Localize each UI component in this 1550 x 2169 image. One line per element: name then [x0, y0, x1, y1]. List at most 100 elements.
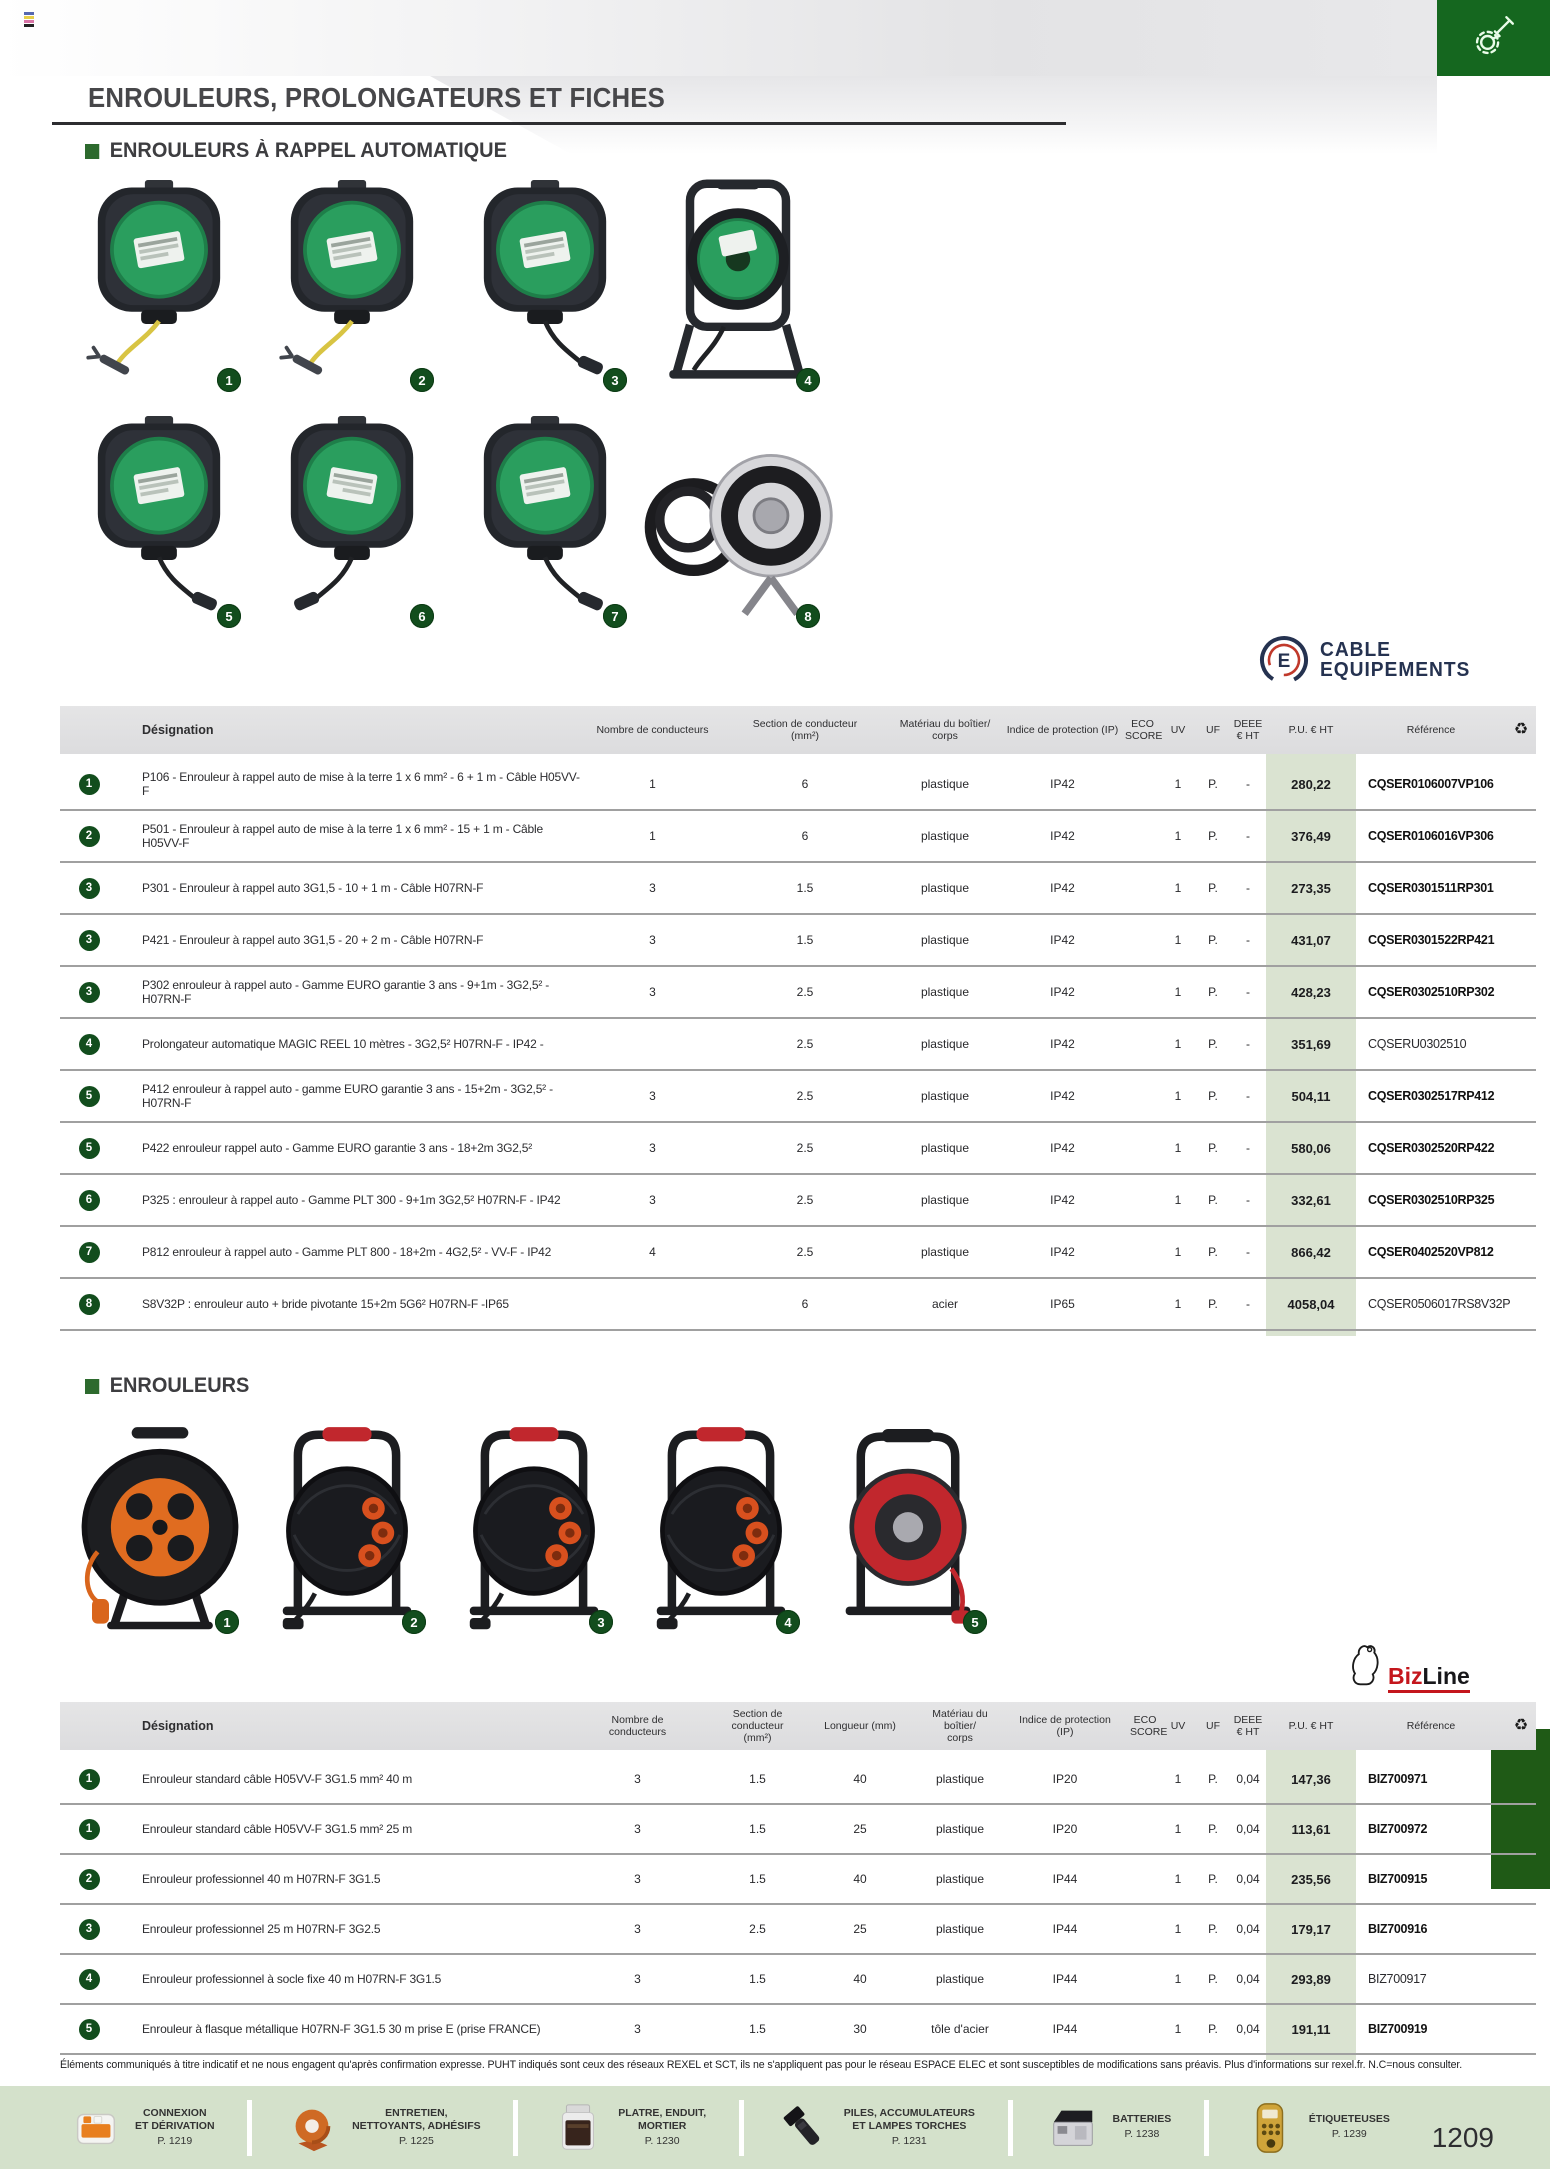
cell-materiau: tôle d'acier [931, 2022, 989, 2036]
row-number-badge: 8 [78, 1293, 100, 1315]
cell-ip: IP42 [1050, 829, 1075, 843]
cell-section: 1.5 [796, 881, 814, 895]
row-number-badge: 5 [78, 1085, 100, 1107]
cell-ip: IP20 [1052, 1772, 1078, 1786]
cell-ref: CQSER0402520VP812 [1368, 1245, 1494, 1259]
footer-link-label: CONNEXION ET DÉRIVATION [135, 2106, 215, 2133]
product-number-badge: 4 [776, 1610, 800, 1634]
cell-pu: 431,07 [1291, 932, 1331, 948]
cell-uf: P. [1208, 777, 1218, 791]
cell-badge: 4 [60, 1033, 118, 1055]
bizline-wordmark: BizLine [1388, 1665, 1470, 1693]
drum-side-image [636, 1410, 806, 1637]
cell-uv: 1 [1174, 1772, 1182, 1786]
footer-link-page: P. 1239 [1331, 2128, 1367, 2140]
cell-designation: Enrouleur standard câble H05VV-F 3G1.5 m… [142, 1822, 413, 1836]
cell-uv: 1 [1174, 985, 1182, 999]
cell-ref: BIZ700915 [1368, 1872, 1428, 1886]
cell-uv: 1 [1174, 1972, 1182, 1986]
cell-uf: P. [1208, 1141, 1218, 1155]
column-header-ip: Indice de protection (IP) [1006, 723, 1119, 736]
cell-materiau: plastique [935, 1972, 985, 1986]
cell-conducteurs: 4 [649, 1245, 656, 1259]
brand-logo-bizline: BizLine [1348, 1642, 1470, 1693]
cell-uv: 1 [1174, 1245, 1182, 1259]
cell-ip: IP44 [1052, 1922, 1078, 1936]
cell-pu: 351,69 [1291, 1036, 1331, 1052]
row-number-badge: 5 [78, 2018, 100, 2040]
cell-badge: 5 [60, 1085, 118, 1107]
footer-link-page: P. 1219 [157, 2134, 193, 2147]
product-photo-auto-reel: 5 [62, 402, 255, 638]
column-header-ref: Référence [1406, 723, 1456, 736]
cell-pu: 4058,04 [1287, 1296, 1335, 1312]
connector-icon [68, 2101, 122, 2155]
footer-link-label: ÉTIQUETEUSES [1308, 2113, 1390, 2126]
auto-reel-image [79, 414, 239, 626]
cell-badge: 4 [60, 1968, 118, 1990]
cell-badge: 2 [60, 1868, 118, 1890]
top-bar-gradient [430, 76, 1437, 154]
cell-designation: P302 enrouleur à rappel auto - Gamme EUR… [142, 978, 550, 1006]
product-number-badge: 8 [796, 604, 820, 628]
cell-uf: P. [1208, 985, 1218, 999]
cell-pu: 280,22 [1291, 776, 1331, 792]
cell-section: 2.5 [796, 1193, 814, 1207]
cable-equipements-monogram-icon: E [1258, 634, 1310, 686]
cell-uf: P. [1208, 1922, 1218, 1936]
cell-conducteurs: 3 [649, 933, 656, 947]
cell-materiau: plastique [920, 1037, 970, 1051]
column-header-deee: DEEE € HT [1233, 1713, 1263, 1738]
cell-ip: IP42 [1050, 777, 1075, 791]
column-header-uv: UV [1170, 723, 1186, 736]
cell-uf: P. [1208, 881, 1218, 895]
footer-link-label-maker[interactable]: ÉTIQUETEUSES P. 1239 [1242, 2101, 1390, 2155]
tape-roll-icon [285, 2101, 339, 2155]
cell-designation: P812 enrouleur à rappel auto - Gamme PLT… [142, 1245, 552, 1259]
price-column-highlight [1266, 1750, 1356, 2060]
row-number-badge: 2 [78, 1868, 100, 1890]
cell-longueur: 25 [853, 1922, 867, 1936]
footer-link-page: P. 1230 [644, 2134, 680, 2147]
section-heading-label: ENROULEURS À RAPPEL AUTOMATIQUE [109, 139, 507, 162]
cell-ip: IP44 [1052, 1872, 1078, 1886]
column-header-designation: Désignation [142, 1718, 214, 1733]
cell-deee: 0,04 [1236, 1872, 1260, 1886]
cell-ref: BIZ700972 [1368, 1822, 1428, 1836]
label-maker-icon [1242, 2101, 1296, 2155]
footer-link-page: P. 1225 [398, 2134, 434, 2147]
cell-deee: 0,04 [1236, 1822, 1260, 1836]
cell-ref: CQSER0106007VP106 [1368, 777, 1494, 791]
cell-deee: - [1246, 881, 1250, 895]
cell-section: 6 [801, 777, 809, 791]
cell-section: 1.5 [749, 2022, 766, 2036]
product-photo-drum-side: 3 [440, 1402, 627, 1644]
cell-designation: P422 enrouleur rappel auto - Gamme EURO … [142, 1141, 533, 1155]
cell-uv: 1 [1174, 1193, 1182, 1207]
print-registration-marks [24, 12, 34, 27]
cell-uv: 1 [1174, 881, 1182, 895]
row-number-badge: 3 [78, 877, 100, 899]
cell-designation: Enrouleur à flasque métallique H07RN-F 3… [142, 2022, 541, 2036]
cell-pu: 504,11 [1291, 1088, 1331, 1104]
cell-ip: IP42 [1050, 933, 1075, 947]
cell-section: 2.5 [796, 985, 814, 999]
cell-badge: 3 [60, 877, 118, 899]
cell-materiau: plastique [935, 1822, 985, 1836]
cell-deee: 0,04 [1236, 2022, 1260, 2036]
cell-badge: 1 [60, 1768, 118, 1790]
auto-reel-image [272, 178, 432, 390]
cell-pu: 293,89 [1291, 1971, 1331, 1987]
